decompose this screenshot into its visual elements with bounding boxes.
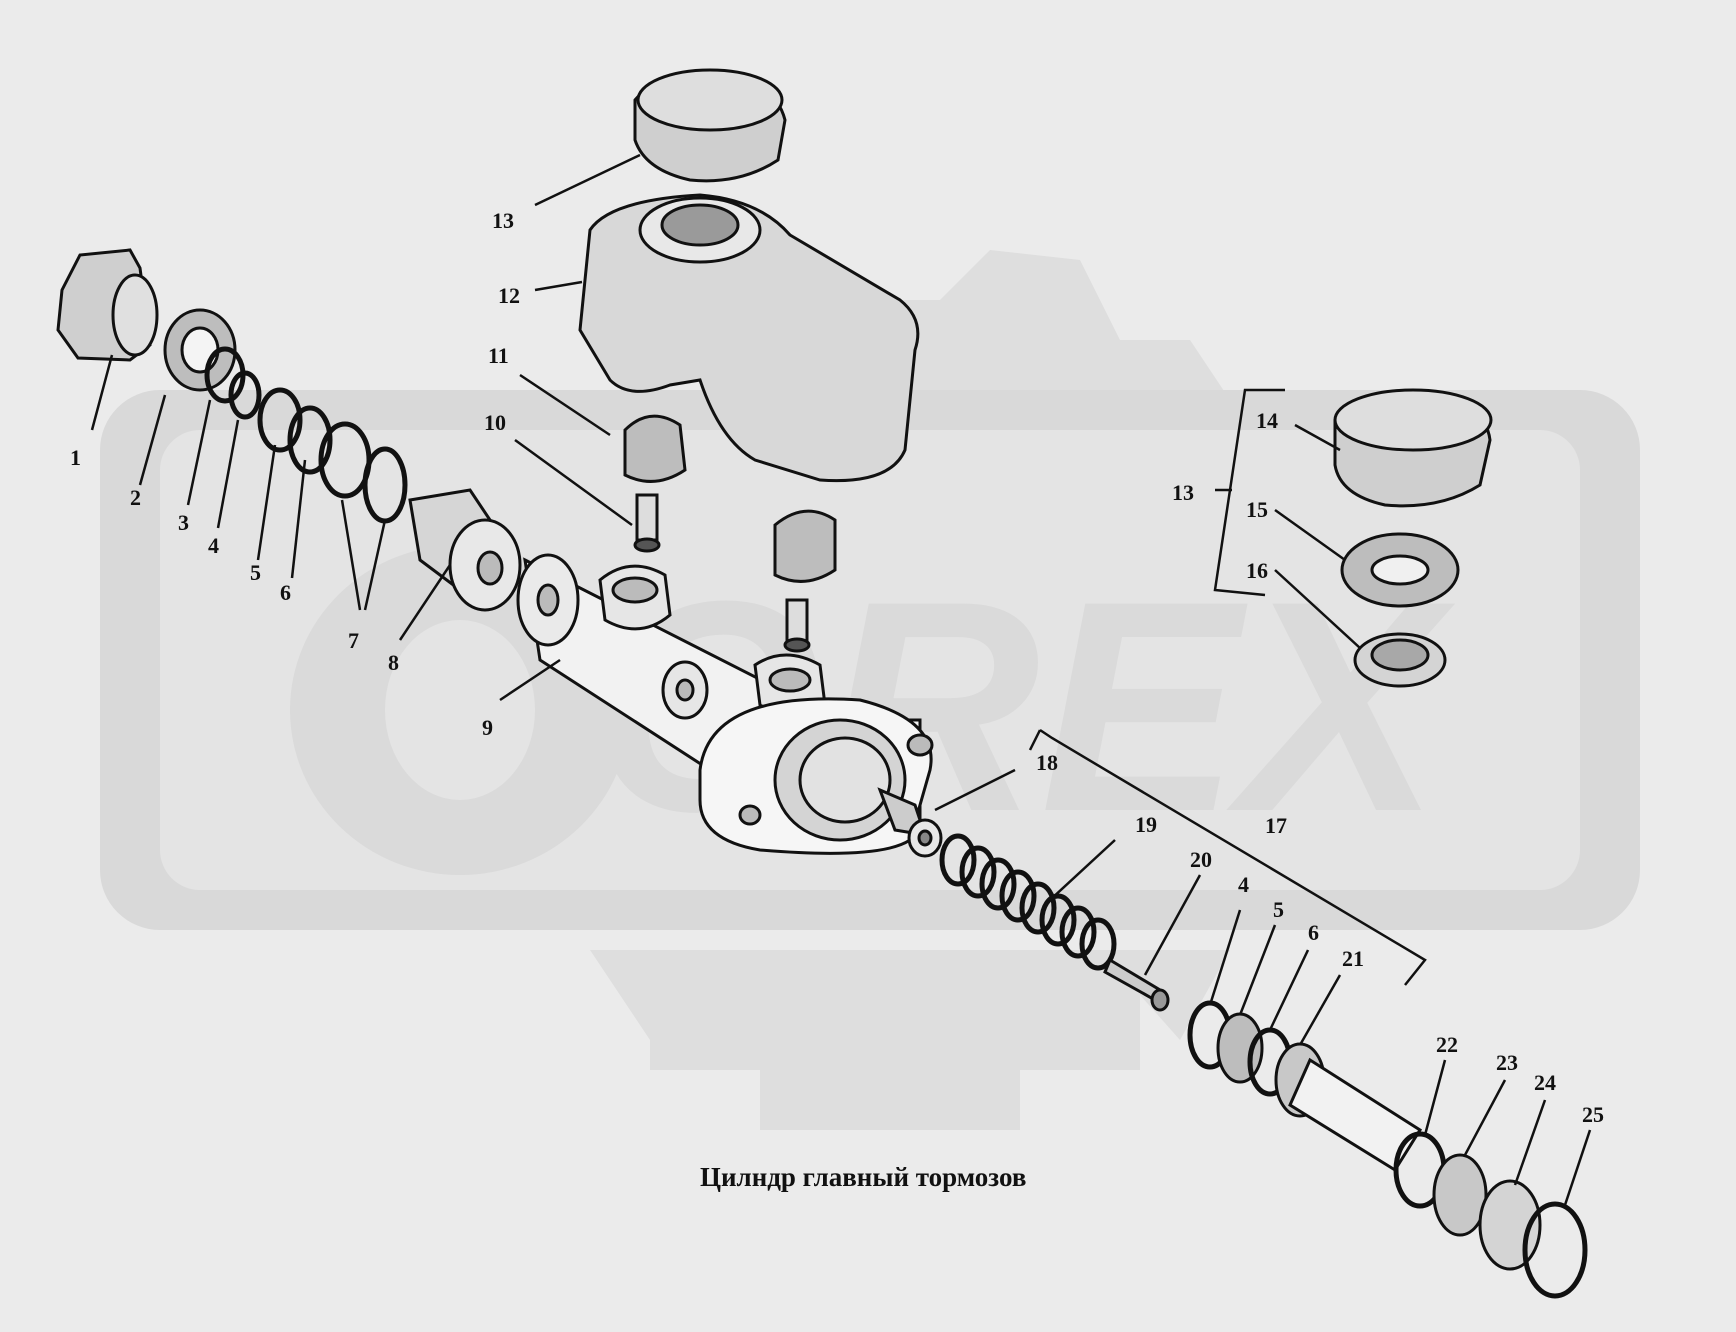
part-reservoir (578, 193, 920, 483)
part-washers-left (163, 308, 408, 524)
part-pin (1103, 957, 1170, 1012)
callout-label: 12 (498, 283, 520, 308)
callout-label: 10 (484, 410, 506, 435)
callout-label: 25 (1582, 1102, 1604, 1127)
part-spring (939, 833, 1117, 971)
callout-labels: 1 2 3 4 5 6 7 8 9 10 11 12 13 14 13 15 1… (70, 208, 1604, 1127)
callout-label: 8 (388, 650, 399, 675)
callout-label: 13 (492, 208, 514, 233)
callout-label: 20 (1190, 847, 1212, 872)
callout-label: 23 (1496, 1050, 1518, 1075)
callout-label: 6 (1308, 920, 1319, 945)
callout-label: 14 (1256, 408, 1278, 433)
callout-label: 17 (1265, 813, 1287, 838)
part-piston-secondary (1187, 1000, 1423, 1173)
callout-label: 19 (1135, 812, 1157, 837)
parts-illustration (56, 68, 1588, 1299)
callout-label: 16 (1246, 558, 1268, 583)
callout-label: 21 (1342, 946, 1364, 971)
part-fitting-right (773, 509, 837, 653)
callout-label: 3 (178, 510, 189, 535)
part-fitting-left (623, 414, 687, 553)
callout-label: 6 (280, 580, 291, 605)
callout-label: 5 (1273, 897, 1284, 922)
part-rings-right (1393, 1131, 1588, 1299)
callout-label: 18 (1036, 750, 1058, 775)
callout-label: 4 (1238, 872, 1249, 897)
part-piston-primary (408, 488, 522, 612)
part-kit-filter (1353, 632, 1447, 688)
part-cylinder-body (516, 553, 943, 858)
callout-label: 9 (482, 715, 493, 740)
callout-label: 15 (1246, 497, 1268, 522)
callout-label: 4 (208, 533, 219, 558)
diagram-caption: Цилндр главный тормозов (700, 1162, 1026, 1192)
callout-label: 22 (1436, 1032, 1458, 1057)
callout-label: 24 (1534, 1070, 1556, 1095)
part-kit-seal (1340, 532, 1460, 608)
part-reservoir-cap (633, 68, 787, 183)
part-plug (56, 248, 159, 362)
leader-lines (90, 153, 1592, 1206)
callout-label: 1 (70, 445, 81, 470)
callout-label: 11 (488, 343, 509, 368)
callout-label: 2 (130, 485, 141, 510)
callout-label: 7 (348, 628, 359, 653)
callout-label: 5 (250, 560, 261, 585)
part-kit-cap (1333, 388, 1493, 508)
callout-label: 13 (1172, 480, 1194, 505)
